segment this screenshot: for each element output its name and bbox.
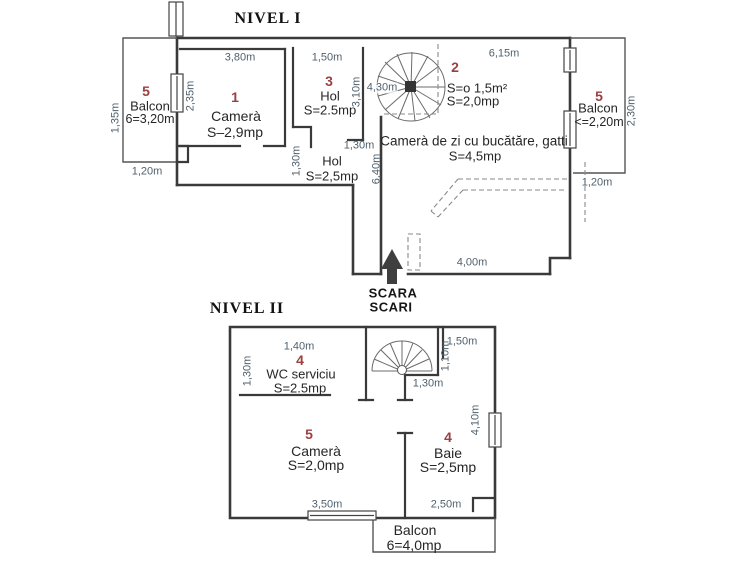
room-number-hol3: 3: [325, 73, 333, 89]
camera5-label: Camerà: [291, 443, 341, 459]
dim-baie-width: 2,50m: [430, 498, 462, 511]
scara-label-line2: SCARI: [369, 299, 413, 315]
room-number-camera2: 2: [451, 59, 459, 75]
camera1-area: S–2,9mp: [206, 124, 264, 140]
room-number-baie: 4: [444, 429, 452, 445]
balcony-left-size: 6=3,20m: [125, 111, 175, 126]
nivel1-dashed-lines: [384, 44, 586, 271]
hol-lower-area: S=2,5mp: [305, 168, 359, 184]
dim-stair2-niche: 1,10m: [439, 340, 452, 372]
nivel2-walls: [228, 325, 497, 520]
dim-wc-width: 1,40m: [283, 340, 315, 353]
nivel1-title: NIVEL I: [234, 10, 302, 27]
dim-hol3-door: 1,30m: [343, 139, 375, 152]
camera2-area1: S=o 1,5m²: [446, 80, 508, 96]
nivel2-partitions: [238, 325, 495, 520]
balcony-right-label: Balcon: [578, 100, 618, 116]
balcony-left-label: Balcon: [130, 98, 170, 114]
scara-label-line1: SCARA: [368, 285, 418, 301]
room-number-balcony-right: 5: [595, 88, 603, 104]
nivel2-balcony-walls: [372, 518, 496, 553]
room-number-camera1: 1: [231, 89, 239, 105]
room-number-balcony-left: 5: [142, 83, 150, 99]
dim-stair2-width: 1,50m: [446, 335, 478, 348]
dim-hol3-width: 1,50m: [311, 51, 343, 64]
baie-label: Baie: [433, 445, 463, 461]
dim-window-left: 2,35m: [184, 80, 197, 112]
camera2-area2: S=2,0mp: [446, 93, 500, 109]
nivel2-windows: [307, 412, 502, 521]
dim-stair-width: 4,30m: [366, 81, 398, 94]
dim-hol3-height: 3,10m: [350, 76, 363, 108]
hol-lower-label: Hol: [322, 153, 342, 169]
dim-balcony-right-offset: 1,20m: [581, 176, 613, 189]
hol3-label: Hol: [320, 88, 340, 104]
camera5-area: S=2,0mp: [287, 457, 345, 473]
camera1-label: Camerà: [211, 108, 261, 124]
balcony-right-size: <=2,20m: [574, 114, 624, 129]
wc-area: S=2.5mp: [273, 380, 327, 396]
balcony2-size: 6=4,0mp: [386, 537, 442, 553]
dim-balcony-right-height: 2,30m: [625, 95, 638, 127]
dim-stair2-landing: 1,30m: [412, 377, 444, 390]
dim-living-height: 6,40m: [370, 153, 383, 185]
spiral-staircase-nivel1: [376, 51, 446, 122]
spiral-staircase-nivel2: [371, 340, 433, 375]
dim-left-height: 1,35m: [109, 102, 122, 134]
nivel1-partitions: [175, 46, 365, 164]
nivel2-title: NIVEL II: [209, 300, 285, 317]
dim-left-bottom: 1,20m: [131, 165, 163, 178]
wc-label: WC serviciu: [266, 366, 336, 382]
dim-hol-lower-door: 1,30m: [290, 145, 303, 177]
dim-baie-height: 4,10m: [469, 404, 482, 436]
dim-camera5-width: 3,50m: [311, 498, 343, 511]
room-number-wc: 4: [296, 352, 304, 368]
entrance-arrow-icon: [381, 249, 403, 284]
nivel1-balcony-walls: [122, 37, 626, 174]
balcony2-label: Balcon: [393, 522, 437, 538]
dim-wc-height: 1,30m: [241, 355, 254, 387]
room-number-camera5: 5: [305, 426, 313, 442]
living-room-label: Camerà de zi cu bucătăre, gatti: [380, 133, 568, 149]
nivel1-windows: [168, 1, 577, 149]
dim-living-bottom: 4,00m: [456, 256, 488, 269]
hol3-area: S=2.5mp: [303, 102, 357, 118]
living-room-area: S=4,5mp: [448, 148, 502, 164]
baie-area: S=2,5mp: [419, 459, 477, 475]
dim-camera1-width: 3,80m: [224, 51, 256, 64]
dim-camera2-width: 6,15m: [488, 47, 520, 60]
